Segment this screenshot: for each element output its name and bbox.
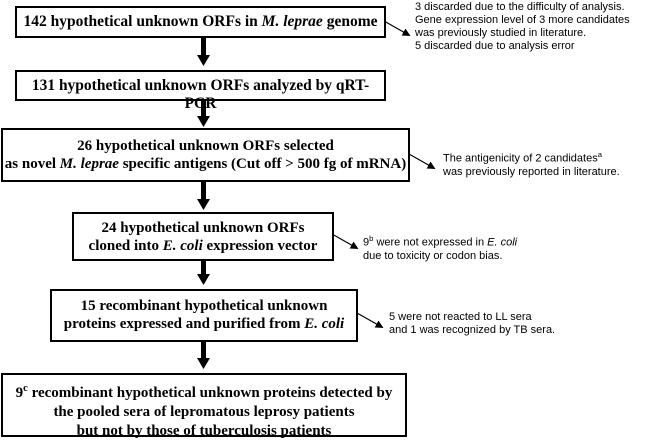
superscript-mark: b	[369, 234, 374, 243]
side-arrow-1	[383, 20, 411, 36]
flow-arrow-4-5	[197, 261, 210, 285]
note-4-line-2: and 1 was recognized by TB sera.	[389, 324, 555, 337]
step-5-line-2: proteins expressed and purified from E. …	[52, 315, 356, 333]
text-run: 15 recombinant hypothetical unknown	[80, 298, 328, 314]
text-run: was previously studied in literature.	[415, 27, 587, 39]
step-box-4: 24 hypothetical unknown ORFs cloned into…	[72, 212, 334, 261]
step-4-line-2: cloned into E. coli expression vector	[74, 237, 332, 255]
italic-text: E. coli	[162, 238, 203, 254]
text-run: 131 hypothetical unknown ORFs analyzed b…	[31, 77, 370, 112]
step-box-5: 15 recombinant hypothetical unknown prot…	[50, 289, 358, 342]
flow-arrow-3-4	[197, 182, 210, 210]
step-6-line-1: 9c recombinant hypothetical unknown prot…	[3, 379, 405, 403]
flow-arrow-1-2	[197, 38, 210, 66]
step-2-text: 131 hypothetical unknown ORFs analyzed b…	[17, 77, 384, 113]
note-1: 3 discarded due to the difficulty of ana…	[415, 1, 630, 53]
text-run: 142 hypothetical unknown ORFs in	[23, 13, 262, 30]
text-run: 5 were not reacted to LL sera	[389, 311, 532, 323]
side-arrow-2	[408, 153, 436, 169]
side-arrow-3	[331, 233, 359, 249]
italic-text: M. leprae	[261, 13, 323, 30]
step-box-6: 9c recombinant hypothetical unknown prot…	[1, 373, 407, 440]
step-3-line-1: 26 hypothetical unknown ORFs selected	[3, 137, 408, 155]
text-run: the pooled sera of lepromatous leprosy p…	[53, 404, 355, 420]
flow-arrow-5-6	[197, 342, 210, 369]
italic-text: E. coli	[487, 236, 518, 249]
note-2: The antigenicity of 2 candidatesa was pr…	[443, 148, 620, 179]
text-run: was previously reported in literature.	[443, 165, 620, 178]
note-3-line-2: due to toxicity or codon bias.	[363, 250, 517, 263]
step-1-text: 142 hypothetical unknown ORFs in M. lepr…	[17, 13, 384, 31]
text-run: 9	[363, 236, 370, 249]
text-run: Gene expression level of 3 more candidat…	[415, 14, 630, 26]
step-5-line-1: 15 recombinant hypothetical unknown	[52, 297, 356, 315]
italic-text: E. coli	[304, 316, 345, 332]
step-3-line-2: as novel M. leprae specific antigens (Cu…	[3, 155, 408, 173]
text-run: 5 discarded due to analysis error	[415, 40, 575, 52]
step-box-2: 131 hypothetical unknown ORFs analyzed b…	[15, 70, 386, 112]
text-run: but not by those of tuberculosis patient…	[76, 423, 332, 439]
text-run: due to toxicity or codon bias.	[363, 249, 503, 262]
text-run: expression vector	[202, 238, 318, 254]
note-1-line-2: Gene expression level of 3 more candidat…	[415, 14, 630, 27]
step-6-line-2: the pooled sera of lepromatous leprosy p…	[3, 403, 405, 422]
text-run: specific antigens (Cut off > 500 fg of m…	[118, 156, 407, 172]
step-6-line-3: but not by those of tuberculosis patient…	[3, 422, 405, 440]
text-run: recombinant hypothetical unknown protein…	[27, 385, 393, 401]
text-run: proteins expressed and purified from	[63, 316, 305, 332]
text-run: cloned into	[88, 238, 163, 254]
note-2-line-1: The antigenicity of 2 candidatesa	[443, 148, 620, 166]
text-run: 24 hypothetical unknown ORFs	[101, 220, 305, 236]
italic-text: M. leprae	[59, 156, 119, 172]
step-4-line-1: 24 hypothetical unknown ORFs	[74, 219, 332, 237]
note-1-line-4: 5 discarded due to analysis error	[415, 40, 630, 53]
text-run: The antigenicity of 2 candidates	[443, 152, 598, 165]
note-4: 5 were not reacted to LL sera and 1 was …	[389, 311, 555, 337]
note-1-line-1: 3 discarded due to the difficulty of ana…	[415, 1, 630, 14]
superscript-mark: c	[23, 383, 28, 394]
text-run: genome	[322, 13, 378, 30]
text-run: and 1 was recognized by TB sera.	[389, 324, 556, 336]
note-3: 9b were not expressed in E. coli due to …	[363, 232, 517, 263]
note-1-line-3: was previously studied in literature.	[415, 27, 630, 40]
note-4-line-1: 5 were not reacted to LL sera	[389, 311, 555, 324]
side-arrow-4	[356, 312, 384, 328]
flow-arrow-2-3	[197, 101, 210, 127]
step-box-1: 142 hypothetical unknown ORFs in M. lepr…	[15, 6, 386, 38]
text-run: were not expressed in	[373, 236, 488, 249]
text-run: 26 hypothetical unknown ORFs selected	[77, 138, 334, 154]
text-run: 3 discarded due to the difficulty of ana…	[415, 1, 625, 13]
text-run: as novel	[4, 156, 60, 172]
text-run: 9	[15, 385, 24, 401]
note-2-line-2: was previously reported in literature.	[443, 166, 620, 179]
superscript-mark: a	[597, 150, 602, 159]
note-3-line-1: 9b were not expressed in E. coli	[363, 232, 517, 250]
step-box-3: 26 hypothetical unknown ORFs selected as…	[1, 128, 410, 182]
